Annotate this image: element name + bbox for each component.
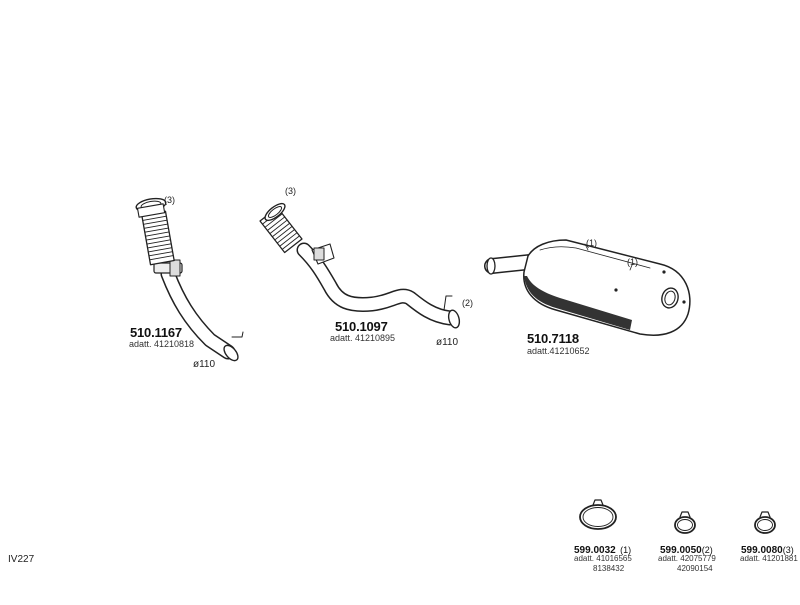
middle-pipe-callout-side: (2) <box>462 298 473 308</box>
clamp-medium-adapts-2: 42090154 <box>677 564 713 573</box>
clamp-large-drawing <box>579 499 617 530</box>
front-pipe-callout: (3) <box>164 195 175 205</box>
middle-pipe-part-number: 510.1097 <box>335 319 388 334</box>
silencer-drawing <box>484 239 691 336</box>
silencer-adapts: adatt.41210652 <box>527 346 590 356</box>
front-pipe-part-number: 510.1167 <box>130 325 182 340</box>
diagram-code: IV227 <box>8 554 35 565</box>
clamp-small-adapts-1: adatt. 41201881 <box>740 554 798 563</box>
silencer-callout-a: (1) <box>586 238 597 248</box>
clamp-large-adapts-2: 8138432 <box>593 564 625 573</box>
clamp-large-part-number: 599.0032 <box>574 545 616 556</box>
middle-pipe-drawing <box>259 202 461 329</box>
clamp-medium-label: 599.0050(2) <box>660 541 713 557</box>
clamp-medium-part-number: 599.0050 <box>660 545 702 556</box>
silencer-callout-b: (1) <box>627 257 638 267</box>
front-pipe-drawing <box>135 197 244 362</box>
clamp-large-ref: (1) <box>620 545 632 555</box>
clamp-medium-adapts-1: adatt. 42075779 <box>658 554 716 563</box>
clamp-small-part-number: 599.0080 <box>741 545 783 556</box>
clamp-large-label: 599.0032 (1) <box>574 541 631 557</box>
clamp-small-drawing <box>754 511 776 534</box>
silencer-part-number: 510.7118 <box>527 331 579 346</box>
middle-pipe-callout-flange: (3) <box>285 186 296 196</box>
clamp-large-adapts-1: adatt. 41016565 <box>574 554 632 563</box>
front-pipe-adapts: adatt. 41210818 <box>129 339 195 349</box>
clamp-small-ref: (3) <box>782 545 794 555</box>
middle-pipe-diameter: ø110 <box>436 337 459 348</box>
front-pipe-diameter: ø110 <box>193 359 216 370</box>
middle-pipe-adapts: adatt. 41210895 <box>330 333 396 343</box>
clamp-medium-drawing <box>674 511 696 534</box>
clamp-medium-ref: (2) <box>701 545 713 555</box>
clamp-small-label: 599.0080(3) <box>741 541 794 557</box>
